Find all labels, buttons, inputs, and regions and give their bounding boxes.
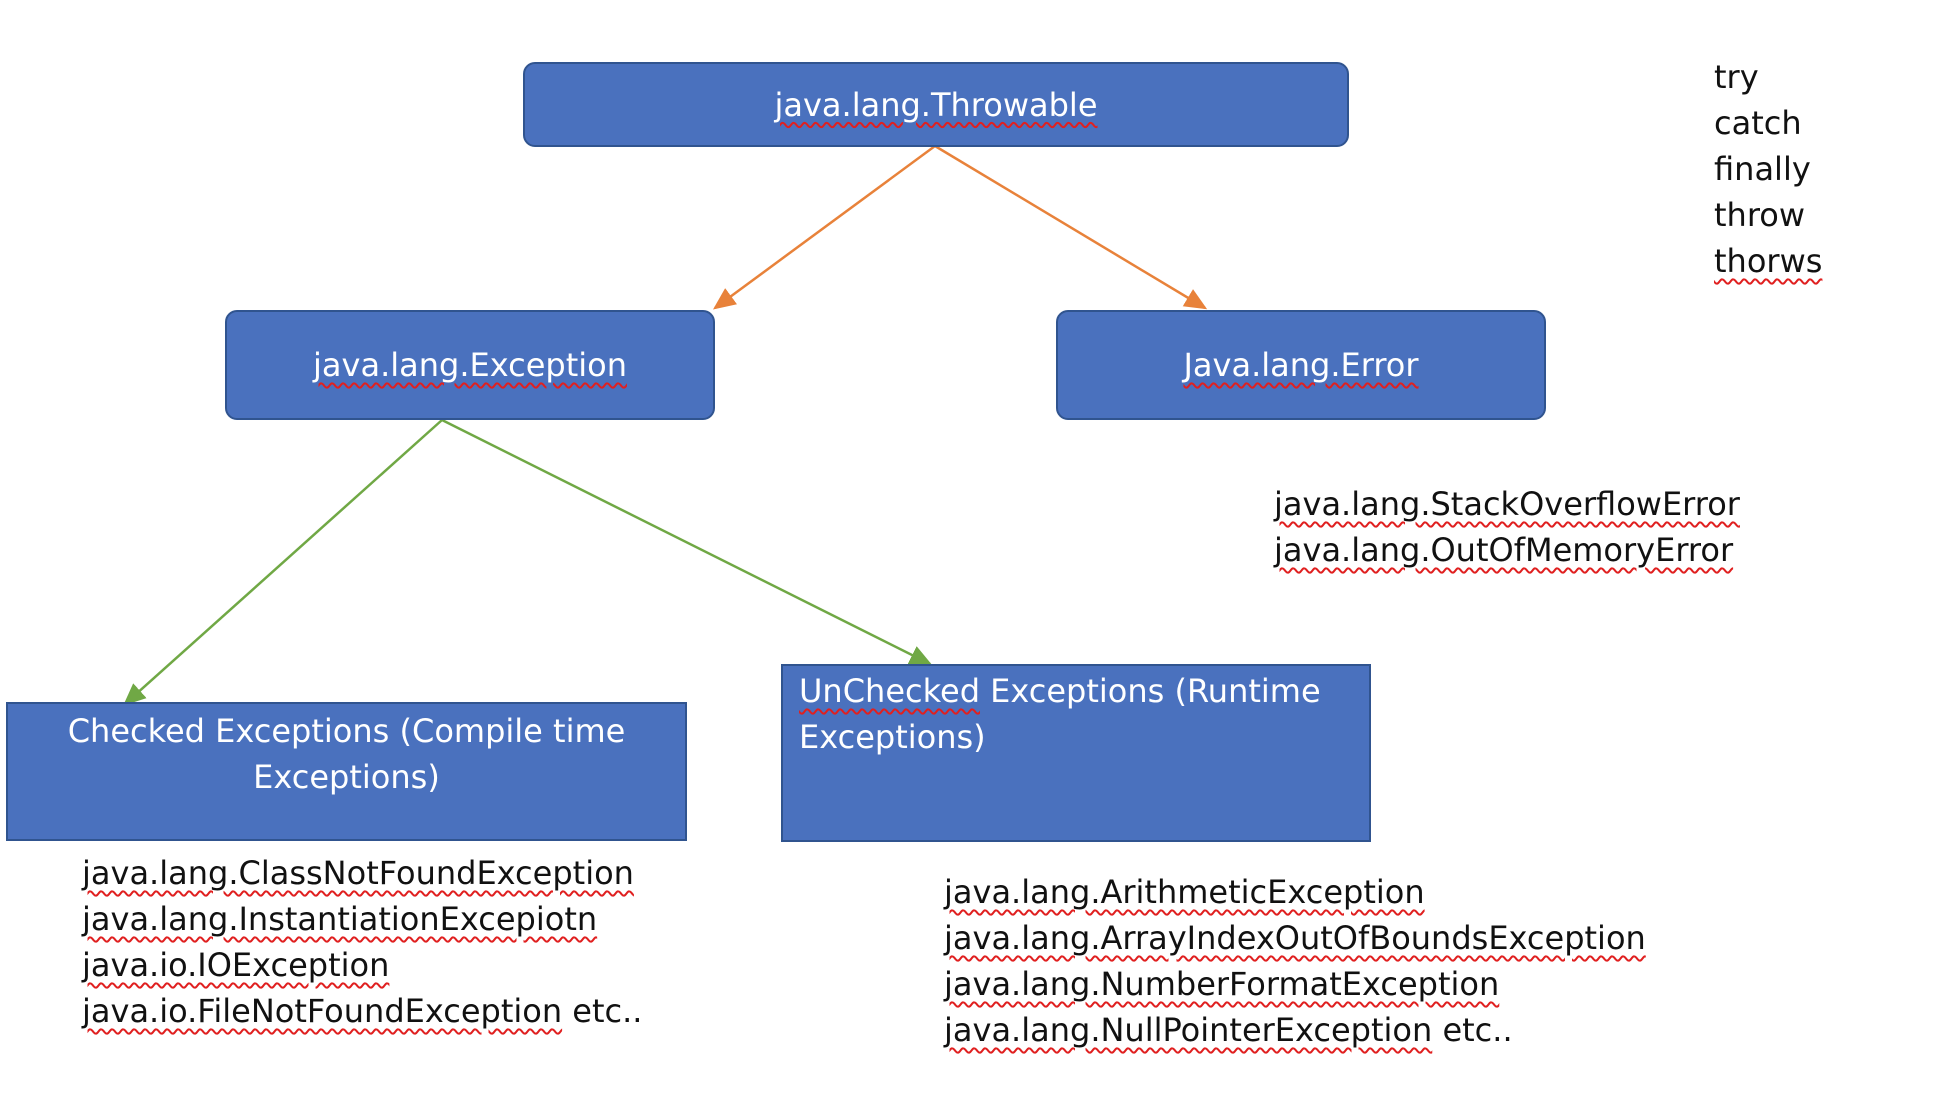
unchecked-etc: etc.. — [1432, 1011, 1513, 1049]
unchecked-line-1-rest: Exceptions (Runtime — [980, 672, 1321, 710]
unchecked-example-text: java.lang.NumberFormatException — [944, 965, 1500, 1003]
checked-example-text: java.lang.InstantiationExcepiotn — [82, 900, 598, 938]
unchecked-example-item: java.lang.NullPointerException etc.. — [944, 1007, 1646, 1053]
unchecked-example-text: java.lang.ArithmeticException — [944, 873, 1425, 911]
unchecked-example-text: java.lang.NullPointerException — [944, 1011, 1433, 1049]
unchecked-line-1: UnChecked Exceptions (Runtime — [799, 668, 1369, 714]
arrow-exception-to-unchecked — [441, 418, 933, 666]
exception-label: java.lang.Exception — [313, 346, 627, 384]
checked-example-item: java.lang.InstantiationExcepiotn — [82, 896, 642, 942]
checked-example-text: java.io.IOException — [82, 946, 390, 984]
unchecked-word: UnChecked — [799, 672, 980, 710]
checked-example-text: java.io.FileNotFoundException — [82, 992, 563, 1030]
checked-exceptions-node: Checked Exceptions (Compile time Excepti… — [6, 702, 687, 841]
unchecked-example-item: java.lang.NumberFormatException — [944, 961, 1646, 1007]
throwable-node: java.lang.Throwable — [523, 62, 1349, 147]
keywords-list: try catch finally throw thorws — [1714, 54, 1822, 284]
keyword-item: throw — [1714, 196, 1806, 234]
unchecked-example-item: java.lang.ArithmeticException — [944, 869, 1646, 915]
error-label: Java.lang.Error — [1183, 346, 1419, 384]
keyword-item: thorws — [1714, 238, 1822, 284]
error-example-text: java.lang.OutOfMemoryError — [1274, 531, 1734, 569]
checked-examples-list: java.lang.ClassNotFoundException java.la… — [82, 850, 642, 1034]
error-example-item: java.lang.StackOverflowError — [1274, 481, 1740, 527]
keyword-item: finally — [1714, 150, 1811, 188]
arrow-throwable-to-error — [934, 144, 1208, 310]
checked-line-1: Checked Exceptions (Compile time — [67, 712, 626, 750]
checked-example-text: java.lang.ClassNotFoundException — [82, 854, 634, 892]
error-example-text: java.lang.StackOverflowError — [1274, 485, 1740, 523]
error-examples-list: java.lang.StackOverflowError java.lang.O… — [1274, 481, 1740, 573]
keyword-item-text: thorws — [1714, 242, 1823, 280]
error-node: Java.lang.Error — [1056, 310, 1546, 420]
checked-line-2: Exceptions) — [253, 758, 440, 796]
keyword-item: catch — [1714, 104, 1802, 142]
checked-etc: etc.. — [562, 992, 643, 1030]
checked-example-item: java.io.FileNotFoundException etc.. — [82, 988, 642, 1034]
checked-example-item: java.io.IOException — [82, 942, 642, 988]
checked-example-item: java.lang.ClassNotFoundException — [82, 850, 642, 896]
throwable-label: java.lang.Throwable — [774, 85, 1098, 124]
unchecked-example-item: java.lang.ArrayIndexOutOfBoundsException — [944, 915, 1646, 961]
unchecked-exceptions-node: UnChecked Exceptions (Runtime Exceptions… — [781, 664, 1371, 842]
keyword-item: try — [1714, 58, 1759, 96]
unchecked-line-2: Exceptions) — [799, 718, 986, 756]
unchecked-example-text: java.lang.ArrayIndexOutOfBoundsException — [944, 919, 1646, 957]
exception-node: java.lang.Exception — [225, 310, 715, 420]
arrow-throwable-to-exception — [712, 144, 936, 310]
error-example-item: java.lang.OutOfMemoryError — [1274, 527, 1740, 573]
arrow-exception-to-checked — [123, 419, 443, 706]
unchecked-examples-list: java.lang.ArithmeticException java.lang.… — [944, 869, 1646, 1053]
